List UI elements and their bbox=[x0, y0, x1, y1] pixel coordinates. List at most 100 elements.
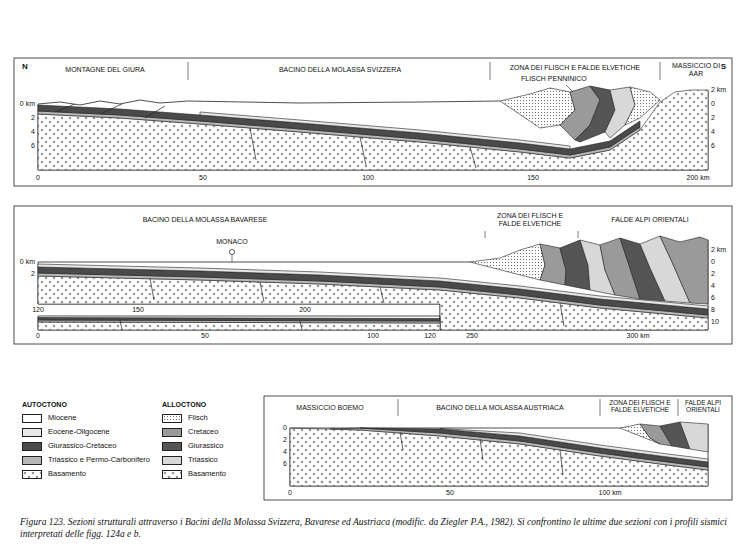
swiss-section bbox=[14, 58, 732, 186]
axis-label: 6 bbox=[283, 460, 287, 468]
swiss-section-part bbox=[55, 104, 476, 168]
axis-label: 250 bbox=[466, 332, 478, 340]
axis-label: 50 bbox=[199, 174, 207, 182]
axis-label: 200 bbox=[299, 306, 311, 314]
legend-text: Triassico e Permo-Carbonifero bbox=[48, 456, 150, 465]
bavarian-section-part bbox=[485, 231, 578, 238]
legend-heading: AUTOCTONO bbox=[22, 401, 67, 409]
legend-swatch bbox=[22, 456, 42, 465]
pattern-fill bbox=[163, 471, 182, 479]
section-label: ZONA DEI FLISCH E FALDE ELVETICHE bbox=[604, 399, 676, 414]
swiss-section-part bbox=[566, 85, 573, 92]
axis-label: 100 bbox=[362, 174, 374, 182]
section-label: ZONA DEI FLISCH E FALDE ELVETICHE bbox=[510, 64, 641, 72]
bavarian-section-part bbox=[38, 316, 440, 330]
axis-label: 0 bbox=[711, 258, 715, 266]
austrian-section-part bbox=[680, 422, 708, 452]
legend-text: Basamento bbox=[188, 470, 226, 479]
axis-label: 4 bbox=[711, 282, 715, 290]
axis-label: 0 bbox=[711, 100, 715, 108]
town-label: MONACO bbox=[215, 238, 249, 246]
swiss-section-part bbox=[188, 62, 660, 80]
axis-label: 2 bbox=[31, 270, 35, 278]
legend-swatch bbox=[162, 428, 182, 437]
bavarian-section-part bbox=[232, 255, 233, 263]
legend-swatch bbox=[22, 470, 42, 479]
pattern-swatch bbox=[163, 471, 182, 479]
axis-label: 300 km bbox=[627, 332, 650, 340]
section-label: BACINO DELLA MOLASSA AUSTRIACA bbox=[436, 404, 564, 412]
austrian-section-part bbox=[400, 432, 563, 475]
section-label: BACINO DELLA MOLASSA BAVARESE bbox=[143, 216, 268, 224]
axis-label: 2 bbox=[711, 270, 715, 278]
legend-text: Cretaceo bbox=[188, 428, 218, 437]
section-label: MASSICCIO BOEMO bbox=[296, 404, 363, 412]
axis-label: 2 km bbox=[711, 86, 726, 94]
legend-text: Basamento bbox=[48, 470, 86, 479]
axis-label: 150 bbox=[527, 174, 539, 182]
bavarian-section-part bbox=[660, 236, 708, 304]
legend-swatch bbox=[162, 414, 182, 423]
pattern-fill bbox=[163, 415, 182, 423]
axis-label: 2 km bbox=[711, 246, 726, 254]
axis-label: 2 bbox=[31, 114, 35, 122]
pattern-swatch bbox=[23, 471, 42, 479]
section-label: FALDE ALPI ORIENTALI bbox=[680, 399, 726, 414]
bavarian-section-part bbox=[38, 262, 470, 263]
axis-label: 6 bbox=[711, 142, 715, 150]
axis-label: 4 bbox=[31, 128, 35, 136]
section-label: MONTAGNE DEL GIURA bbox=[65, 66, 144, 74]
axis-label: 0 km bbox=[20, 100, 35, 108]
section-label: BACINO DELLA MOLASSA SVIZZERA bbox=[279, 66, 401, 74]
axis-label: 4 bbox=[283, 448, 287, 456]
axis-label: 150 bbox=[132, 306, 144, 314]
legend-swatch bbox=[22, 442, 42, 451]
bavarian-section-part bbox=[38, 322, 440, 330]
austrian-section bbox=[264, 396, 732, 500]
bavarian-section-part bbox=[38, 318, 440, 322]
axis-label: 0 bbox=[36, 332, 40, 340]
axis-label: 0 bbox=[36, 174, 40, 182]
legend-heading: ALLOCTONO bbox=[162, 401, 206, 409]
pattern-fill bbox=[23, 471, 42, 479]
figure-caption: Figura 123. Sezioni strutturali attraver… bbox=[20, 516, 730, 541]
callout-label: FLISCH PENNINICO bbox=[520, 75, 588, 83]
bavarian-section-part bbox=[470, 244, 545, 280]
axis-label: 2 bbox=[711, 114, 715, 122]
swiss-section-part bbox=[14, 58, 732, 186]
pattern-swatch bbox=[163, 415, 182, 423]
austrian-section-part bbox=[264, 396, 732, 500]
axis-label: 200 km bbox=[687, 174, 710, 182]
swiss-section-part bbox=[200, 112, 570, 149]
bavarian-section-part bbox=[38, 316, 440, 317]
axis-label: 4 bbox=[711, 128, 715, 136]
austrian-section-part bbox=[290, 428, 620, 429]
axis-label: 0 bbox=[288, 489, 292, 497]
axis-label: 10 bbox=[711, 318, 719, 326]
axis-label: 50 bbox=[201, 332, 209, 340]
bavarian-section bbox=[14, 206, 732, 344]
bavarian-section-part bbox=[230, 250, 235, 255]
legend-swatch bbox=[162, 442, 182, 451]
legend-swatch bbox=[22, 428, 42, 437]
axis-label: 100 bbox=[367, 332, 379, 340]
legend-text: Eocene-Oligocene bbox=[48, 428, 110, 437]
legend-swatch bbox=[22, 414, 42, 423]
legend-text: Giurassico-Cretaceo bbox=[48, 442, 116, 451]
axis-label: 100 km bbox=[599, 489, 622, 497]
axis-label: 120 bbox=[32, 306, 44, 314]
section-label: MASSICCIO DI AAR bbox=[666, 62, 726, 78]
legend-swatch bbox=[162, 456, 182, 465]
bavarian-section-part bbox=[120, 320, 302, 330]
legend-text: Flisch bbox=[188, 414, 208, 423]
bavarian-section-part bbox=[14, 206, 732, 344]
axis-label: 0 km bbox=[20, 258, 35, 266]
axis-label: 2 bbox=[283, 436, 287, 444]
section-label: FALDE ALPI ORIENTALI bbox=[611, 216, 688, 224]
axis-label: 6 bbox=[31, 142, 35, 150]
austrian-section-part bbox=[290, 424, 708, 486]
swiss-section-part bbox=[38, 100, 500, 105]
legend-text: Triassico bbox=[188, 456, 218, 465]
